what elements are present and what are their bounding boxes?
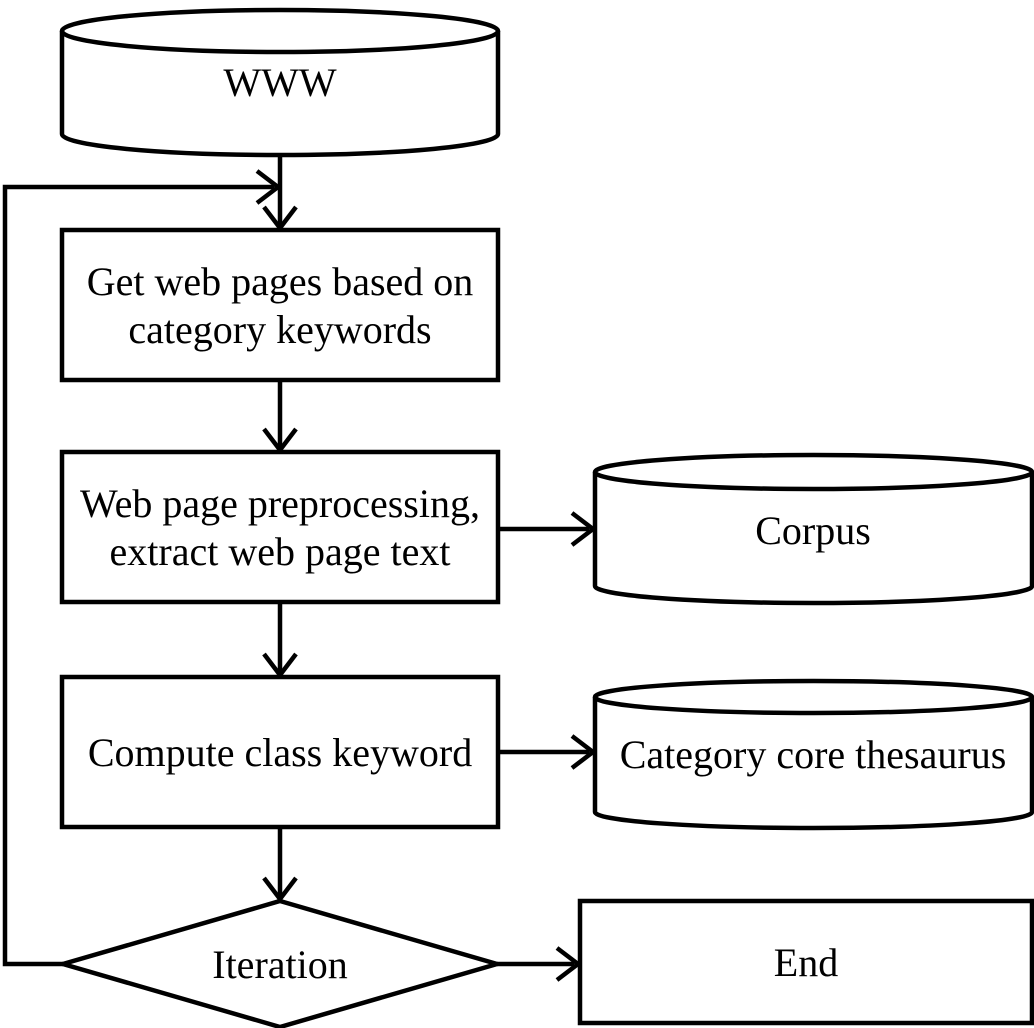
cylinder-body <box>592 697 1034 831</box>
cylinder-top <box>59 7 501 55</box>
node-label-line-1: Web page preprocessing, <box>80 481 480 526</box>
node-thesaurus-datastore: Category core thesaurus <box>592 678 1034 831</box>
node-get-web-pages: Get web pages based on category keywords <box>59 227 501 383</box>
node-compute-keyword: Compute class keyword <box>59 674 501 830</box>
arrow-head <box>255 169 282 205</box>
edge-preprocessing-to-corpus <box>498 511 597 547</box>
edge-preprocessing-to-compute-keyword <box>262 602 298 679</box>
cylinder-top <box>592 452 1034 492</box>
node-iteration-decision: Iteration <box>54 898 506 1028</box>
node-label: Compute class keyword <box>88 730 472 775</box>
node-corpus-datastore: Corpus <box>592 452 1034 606</box>
node-label: Category core thesaurus <box>620 732 1007 777</box>
edge-compute-keyword-to-iteration <box>262 827 298 903</box>
node-label: WWW <box>223 60 337 105</box>
node-end: End <box>577 898 1034 1026</box>
edge-iteration-feedback-to-get-web-pages <box>2 169 282 967</box>
node-label: End <box>774 940 838 985</box>
node-label-line-2: extract web page text <box>110 529 451 574</box>
cylinder-body <box>59 31 501 158</box>
edge-get-web-pages-to-preprocessing <box>262 380 298 454</box>
cylinder-top <box>592 678 1034 716</box>
edge-compute-keyword-to-thesaurus <box>498 734 597 770</box>
node-label: Corpus <box>755 508 871 553</box>
node-label-line-2: category keywords <box>128 307 431 352</box>
process-box <box>59 227 501 383</box>
node-preprocessing: Web page preprocessing, extract web page… <box>59 449 501 605</box>
node-label: Iteration <box>212 942 348 987</box>
decision-diamond <box>54 898 506 1028</box>
process-box <box>59 674 501 830</box>
cylinder-body <box>592 472 1034 606</box>
process-box <box>577 898 1034 1026</box>
edge-line <box>2 184 274 967</box>
edge-iteration-to-end <box>497 946 582 982</box>
process-box <box>59 449 501 605</box>
node-label-line-1: Get web pages based on <box>87 259 474 304</box>
node-www-datastore: WWW <box>59 7 501 158</box>
